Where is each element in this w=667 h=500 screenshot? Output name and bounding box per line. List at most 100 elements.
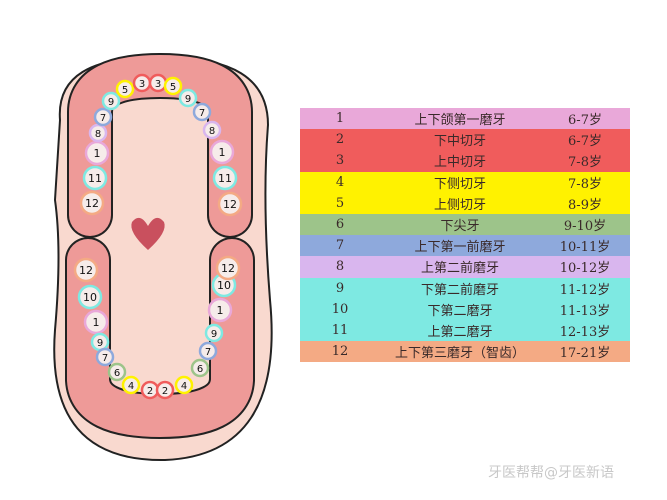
tooth-shape — [207, 297, 233, 323]
tooth-shape — [107, 362, 127, 382]
tooth-shape — [95, 347, 115, 367]
tooth-label: 1 — [217, 304, 224, 317]
tooth-shape — [174, 375, 194, 395]
tooth-label: 12 — [85, 197, 99, 210]
tooth-label: 7 — [205, 347, 211, 358]
tooth-label: 4 — [128, 381, 134, 392]
tooth-label: 1 — [94, 147, 101, 160]
tooth-label: 9 — [108, 97, 114, 108]
tooth-label: 3 — [139, 79, 145, 90]
tooth-name: 上下颌第一磨牙 — [414, 113, 506, 129]
tooth-label: 10 — [83, 291, 97, 304]
tooth: 7 — [192, 102, 212, 122]
tooth: 6 — [190, 358, 210, 378]
tooth: 4 — [174, 375, 194, 395]
tooth: 9 — [101, 91, 121, 111]
tooth-label: 12 — [79, 264, 93, 277]
tooth-shape — [198, 341, 218, 361]
tooth-number: 8 — [335, 259, 345, 275]
tooth-shape — [178, 88, 198, 108]
tooth: 9 — [90, 332, 110, 352]
tooth-name: 下第二磨牙 — [427, 303, 493, 319]
tooth: 6 — [107, 362, 127, 382]
tooth: 1 — [207, 297, 233, 323]
tooth: 5 — [163, 76, 183, 96]
tooth-shape — [93, 107, 113, 127]
eruption-age: 11-12岁 — [559, 282, 611, 298]
tooth: 2 — [155, 380, 175, 400]
tooth-name: 上中切牙 — [433, 155, 486, 171]
table-row: 5 上侧切牙 8-9岁 — [300, 192, 630, 214]
tooth-number: 11 — [331, 322, 349, 338]
table-row: 9 下第二前磨牙 11-12岁 — [300, 277, 630, 299]
tooth-label: 1 — [93, 316, 100, 329]
tooth-shape — [88, 123, 108, 143]
tooth: 2 — [140, 380, 160, 400]
eruption-age: 10-11岁 — [559, 240, 611, 256]
tooth-label: 5 — [170, 82, 176, 93]
tooth-label: 11 — [218, 172, 232, 185]
tooth: 12 — [215, 255, 241, 281]
tooth-shape — [190, 358, 210, 378]
tooth-label: 7 — [199, 108, 205, 119]
tooth-name: 下尖牙 — [440, 219, 480, 235]
watermark: 牙医帮帮@牙医新语 — [488, 465, 614, 481]
tooth: 11 — [82, 165, 108, 191]
tooth-label: 10 — [217, 279, 231, 292]
table-row: 10 下第二磨牙 11-13岁 — [300, 298, 630, 320]
tooth-shape — [209, 139, 235, 165]
eruption-age: 6-7岁 — [568, 113, 602, 129]
tooth-shape — [192, 102, 212, 122]
tooth-shape — [121, 375, 141, 395]
tooth-shape — [155, 380, 175, 400]
tooth-name: 上下第一前磨牙 — [414, 240, 506, 256]
tooth-name: 下第二前磨牙 — [420, 282, 499, 298]
tooth-shape — [79, 190, 105, 216]
tooth-name: 上下第三磨牙（智齿） — [394, 346, 525, 362]
tooth-number: 2 — [335, 132, 345, 148]
tooth: 9 — [204, 323, 224, 343]
eruption-age: 6-7岁 — [568, 134, 602, 150]
tooth: 12 — [79, 190, 105, 216]
tooth-shape — [101, 91, 121, 111]
tooth-label: 5 — [122, 85, 128, 96]
tooth-shape — [82, 165, 108, 191]
tooth-number: 10 — [331, 301, 349, 317]
tooth-number: 5 — [335, 195, 345, 211]
tooth-name: 下中切牙 — [433, 134, 486, 150]
tooth-shape — [212, 165, 238, 191]
eruption-age: 12-13岁 — [559, 324, 611, 340]
tooth-label: 9 — [97, 338, 103, 349]
tooth-label: 8 — [209, 126, 215, 137]
tooth-shape — [115, 79, 135, 99]
eruption-age: 9-10岁 — [563, 219, 607, 235]
tooth-label: 12 — [223, 198, 237, 211]
eruption-age: 17-21岁 — [559, 346, 611, 362]
tooth-label: 3 — [155, 79, 161, 90]
tooth-shape — [163, 76, 183, 96]
tooth-label: 7 — [100, 113, 106, 124]
tooth-label: 9 — [211, 329, 217, 340]
tooth-label: 12 — [221, 262, 235, 275]
tooth-shape — [202, 120, 222, 140]
tooth-shape — [215, 255, 241, 281]
tooth-label: 2 — [162, 386, 168, 397]
tooth-label: 2 — [147, 386, 153, 397]
eruption-age: 11-13岁 — [559, 303, 611, 319]
tooth-shape — [217, 191, 243, 217]
tooth: 9 — [178, 88, 198, 108]
tooth: 10 — [77, 284, 103, 310]
eruption-age: 7-8岁 — [568, 176, 602, 192]
tooth: 1 — [83, 309, 109, 335]
tooth-name: 上侧切牙 — [433, 197, 486, 213]
tooth-name: 上第二前磨牙 — [420, 261, 499, 277]
tooth-number: 9 — [335, 280, 345, 296]
tooth-number: 7 — [335, 238, 345, 254]
eruption-age: 8-9岁 — [568, 197, 602, 213]
tooth: 12 — [73, 257, 99, 283]
